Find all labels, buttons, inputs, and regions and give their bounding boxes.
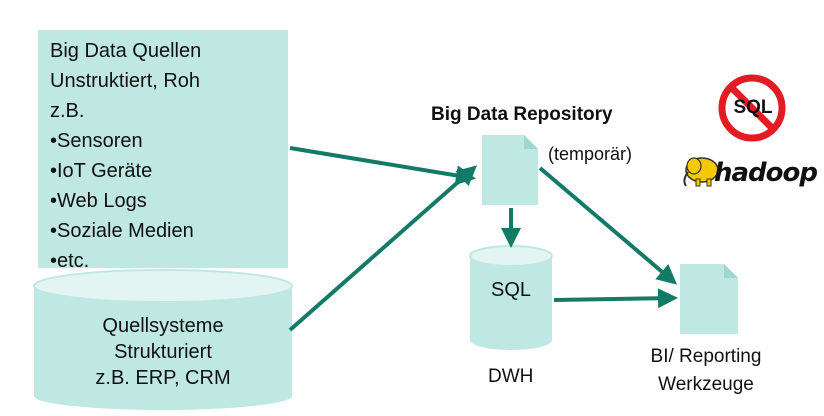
sources-line: Unstruktiert, Roh xyxy=(50,70,201,92)
source-systems-line: z.B. ERP, CRM xyxy=(95,367,231,389)
big-data-sources-text: Big Data Quellen Unstruktiert, Roh z.B. … xyxy=(50,36,201,276)
hadoop-logo-text: hadoop xyxy=(714,158,818,188)
sources-line: Big Data Quellen xyxy=(50,40,202,62)
arrow-sources-to-repository xyxy=(289,146,476,186)
big-data-sources-box xyxy=(38,30,288,268)
bi-line: Werkzeuge xyxy=(658,374,754,395)
bi-tools-label: BI/ Reporting Werkzeuge xyxy=(618,343,794,399)
sources-line: •Sensoren xyxy=(50,130,143,152)
source-systems-line: Strukturiert xyxy=(114,341,212,363)
sources-line: •Web Logs xyxy=(50,190,147,212)
repository-document-fold xyxy=(524,135,538,149)
source-systems-label: Quellsysteme Strukturiert z.B. ERP, CRM xyxy=(34,313,292,391)
dwh-label: DWH xyxy=(488,366,534,387)
no-sql-sign-icon xyxy=(718,74,786,142)
sources-line: •IoT Geräte xyxy=(50,160,153,182)
arrow-dwh-to-bi xyxy=(553,288,678,309)
source-systems-line: Quellsysteme xyxy=(102,315,224,337)
bi-line: BI/ Reporting xyxy=(650,346,762,367)
bi-document-fold xyxy=(724,264,738,278)
repository-note: (temporär) xyxy=(548,144,633,164)
sources-line: •etc. xyxy=(50,250,90,272)
no-sql-logo-text: SQL xyxy=(733,97,773,118)
repository-document-icon xyxy=(482,135,538,205)
dwh-cylinder-label: SQL xyxy=(490,279,532,301)
bi-document-icon xyxy=(680,264,738,334)
arrow-repository-to-bi xyxy=(538,166,678,285)
sources-line: •Soziale Medien xyxy=(50,220,194,242)
source-systems-cylinder xyxy=(33,269,293,410)
dwh-cylinder xyxy=(469,245,553,350)
sources-line: z.B. xyxy=(50,100,85,122)
repository-title: Big Data Repository xyxy=(431,104,613,125)
arrow-systems-to-repository xyxy=(288,165,478,332)
hadoop-elephant-icon xyxy=(683,157,719,187)
